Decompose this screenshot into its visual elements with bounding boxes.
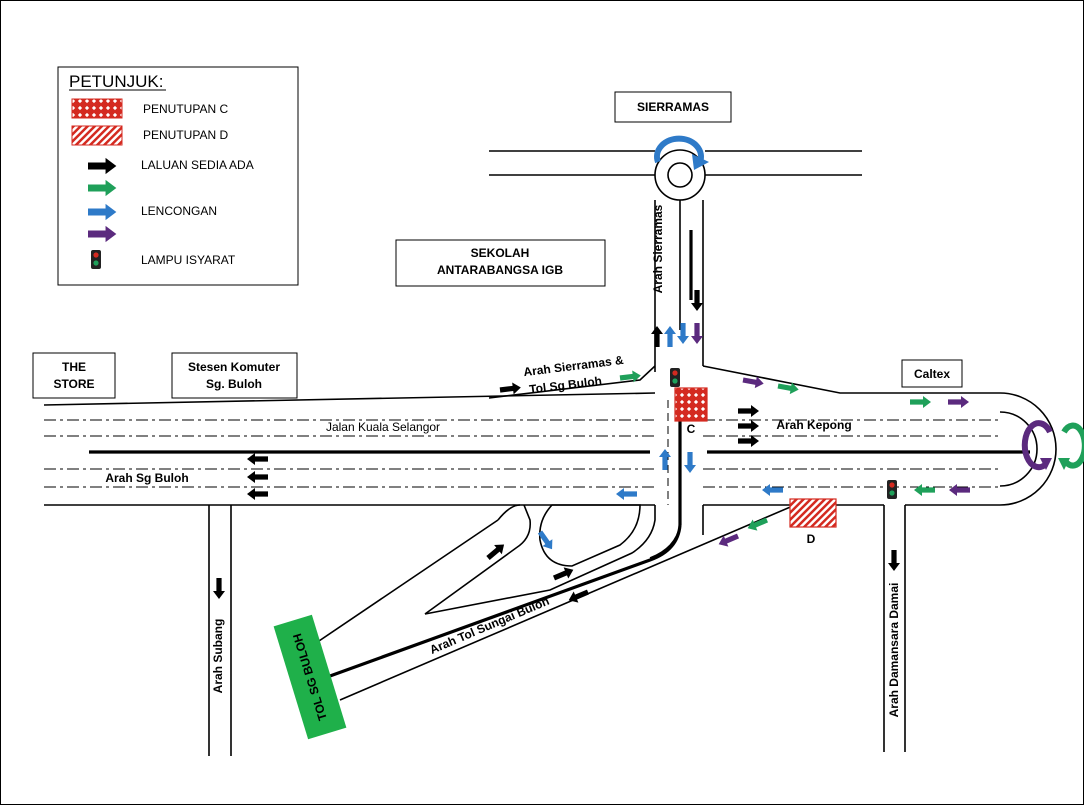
svg-text:Caltex: Caltex <box>914 367 950 381</box>
svg-text:STORE: STORE <box>53 377 94 391</box>
place-sierramas: SIERRAMAS <box>614 91 732 123</box>
place-stesen-komuter: Stesen Komuter Sg. Buloh <box>171 352 298 399</box>
svg-text:THE: THE <box>62 360 86 374</box>
traffic-light-c <box>670 368 680 387</box>
green-uturn-arrow <box>1061 422 1084 469</box>
closure-d-pattern-icon <box>71 125 123 146</box>
legend: PETUNJUK: PENUTUPAN C PENUTUPAN D LALUAN… <box>57 66 299 286</box>
center-dash <box>667 200 681 505</box>
traffic-light-icon <box>91 250 101 269</box>
legend-label-diversion: LENCONGAN <box>141 204 217 218</box>
legend-label-closure-d: PENUTUPAN D <box>143 128 228 142</box>
svg-text:ANTARABANGSA IGB: ANTARABANGSA IGB <box>437 263 563 277</box>
svg-text:SEKOLAH: SEKOLAH <box>471 246 530 260</box>
roundabout-blue-arrow <box>654 135 704 164</box>
place-school: SEKOLAH ANTARABANGSA IGB <box>395 239 606 287</box>
svg-text:Sg. Buloh: Sg. Buloh <box>206 377 262 391</box>
label-arah-sg-buloh: Arah Sg Buloh <box>105 471 188 485</box>
label-arah-sierramas: Arah Sierramas <box>651 204 665 293</box>
closure-d: D <box>789 498 837 546</box>
label-jalan-kuala-selangor: Jalan Kuala Selangor <box>326 420 440 434</box>
closure-d-label: D <box>807 532 816 546</box>
legend-label-closure-c: PENUTUPAN C <box>143 102 228 116</box>
closure-c-label: C <box>687 422 696 436</box>
label-arah-kepong: Arah Kepong <box>776 418 851 432</box>
svg-text:SIERRAMAS: SIERRAMAS <box>637 100 709 114</box>
legend-title: PETUNJUK: <box>69 72 163 91</box>
svg-text:Stesen Komuter: Stesen Komuter <box>188 360 280 374</box>
traffic-light-d <box>887 480 897 499</box>
legend-label-traffic-light: LAMPU ISYARAT <box>141 253 236 267</box>
median <box>89 230 1030 678</box>
route-arrows <box>213 135 1084 606</box>
closure-c: C <box>674 387 708 436</box>
place-the-store: THE STORE <box>32 352 116 399</box>
purple-uturn-arrow <box>1021 420 1053 471</box>
legend-label-existing-route: LALUAN SEDIA ADA <box>141 158 254 172</box>
label-arah-subang: Arah Subang <box>211 619 225 694</box>
place-caltex: Caltex <box>901 359 963 388</box>
label-arah-damansara-damai: Arah Damansara Damai <box>887 583 901 718</box>
closure-c-pattern-icon <box>71 98 123 119</box>
lane-markings <box>44 419 1000 488</box>
